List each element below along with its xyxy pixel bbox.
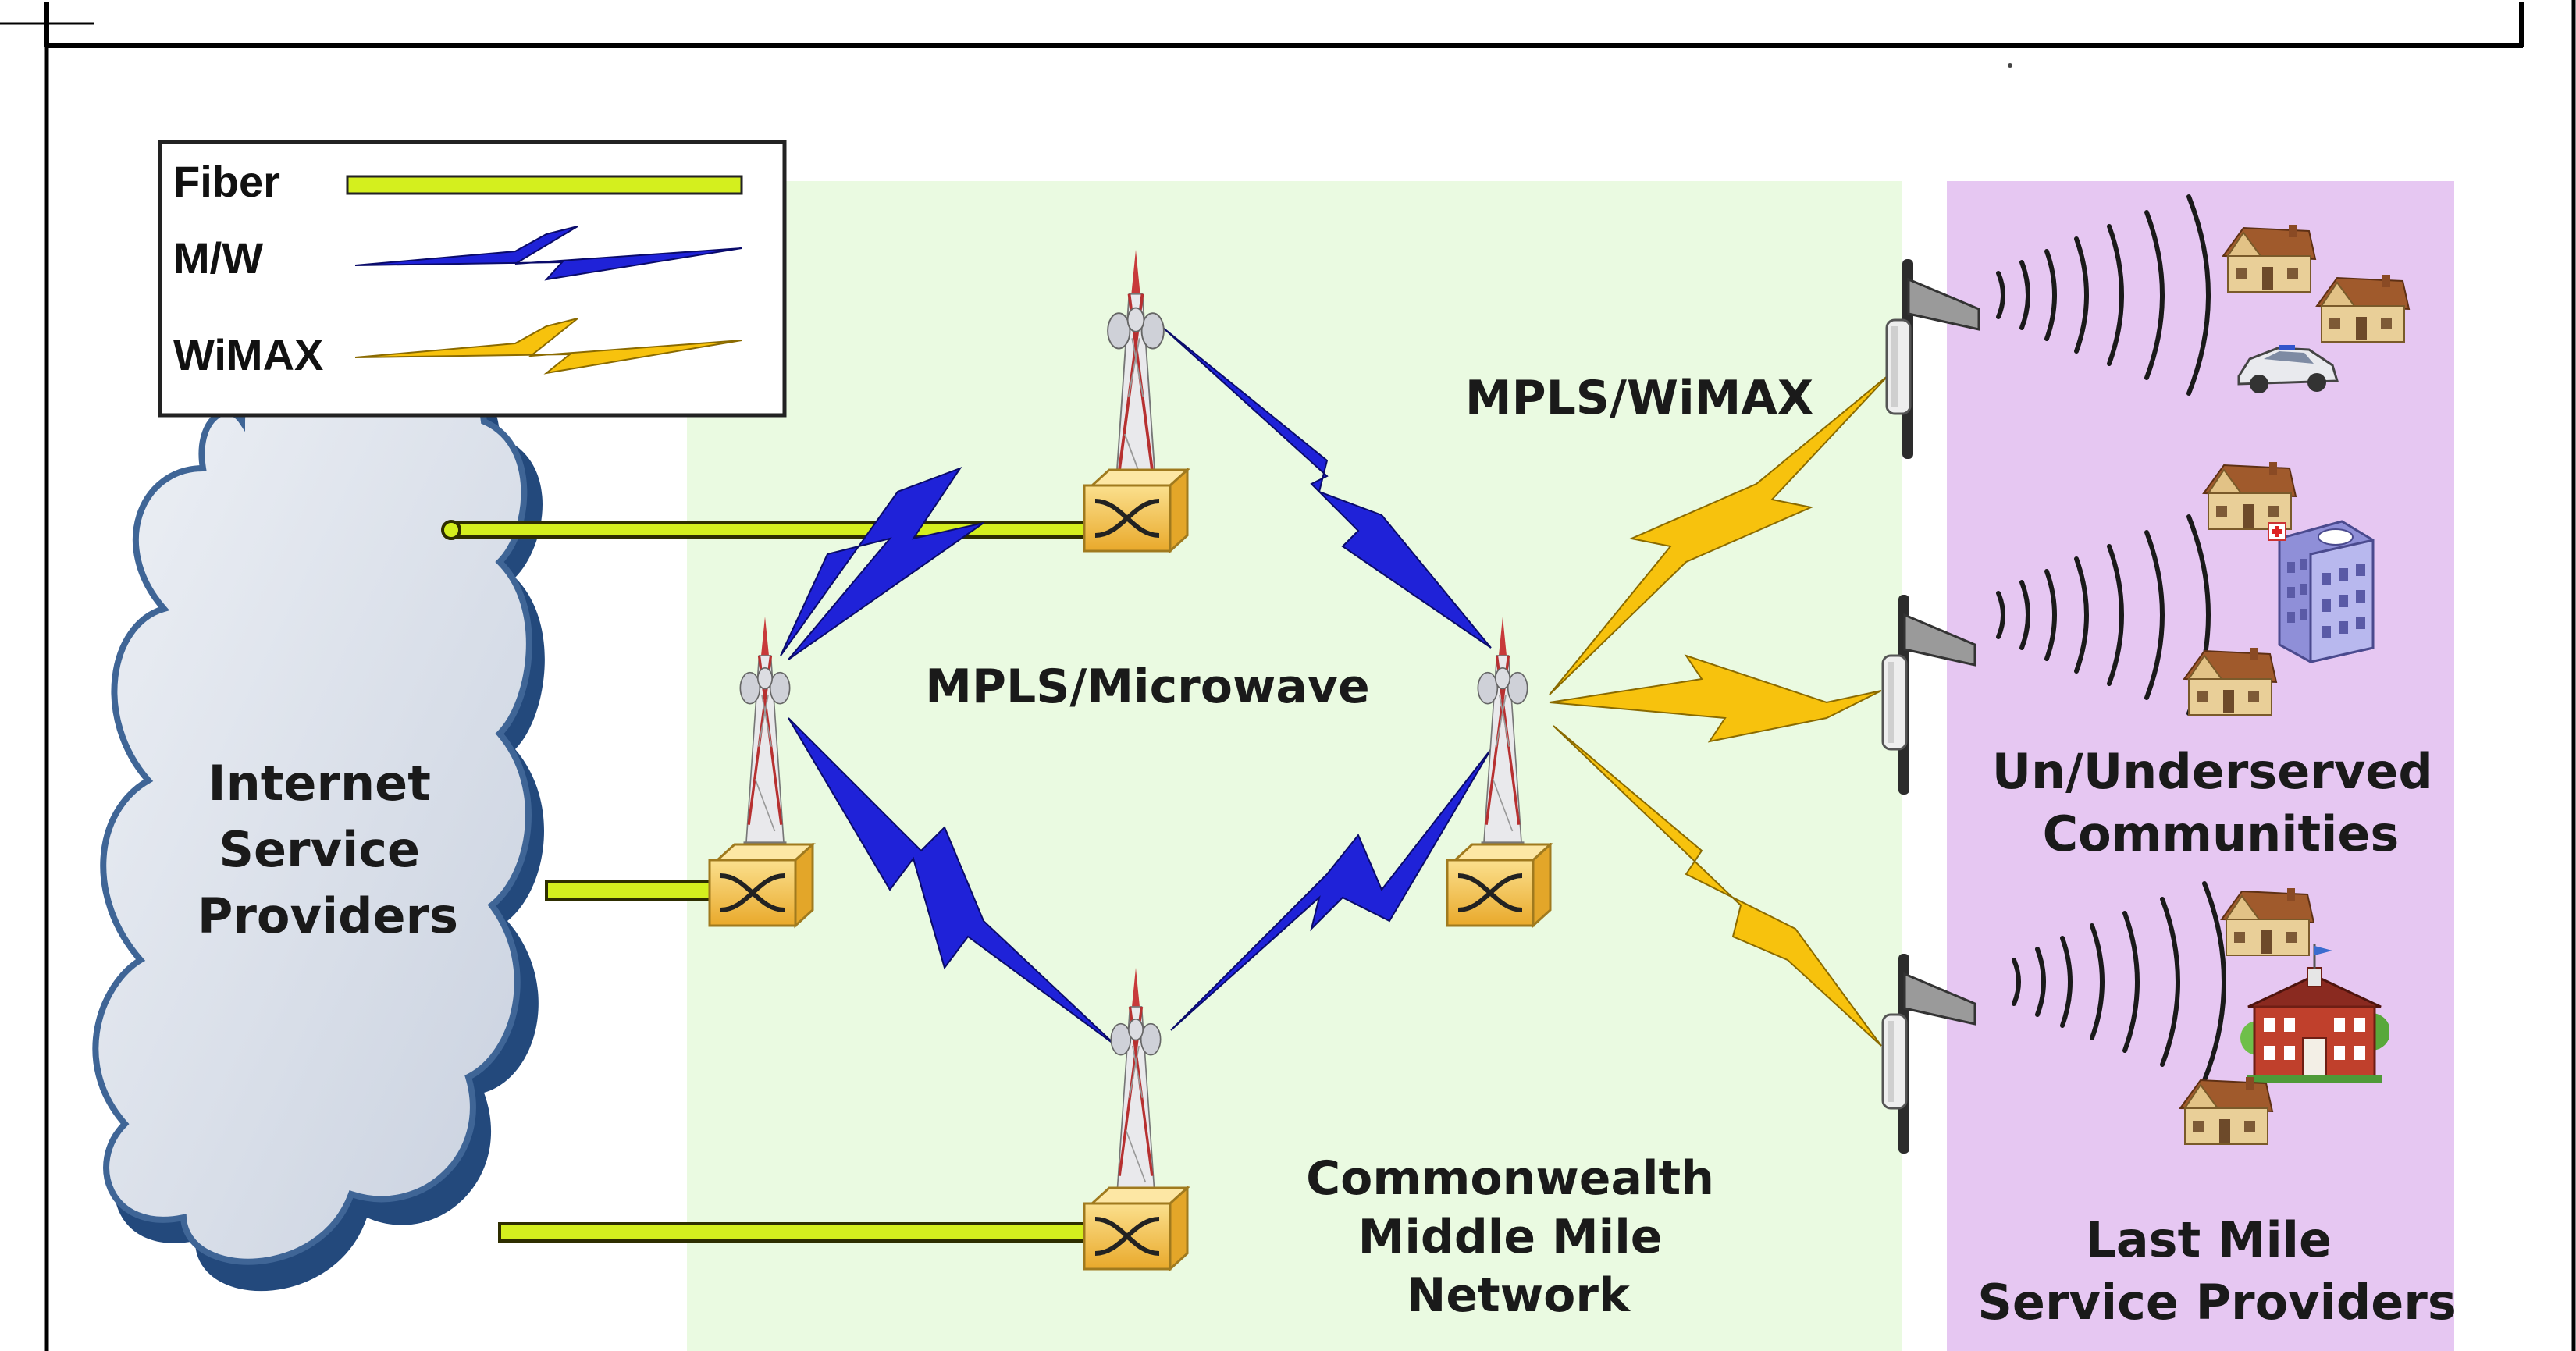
isp-label: Internet Service Providers [197,755,458,944]
wimax-link-label: MPLS/WiMAX [1465,371,1813,425]
radio-waves-top [1996,194,2211,396]
fiber-link-bottom [498,1222,1102,1243]
microwave-link-right-bottom [1170,748,1492,1031]
fiber-link-top [447,521,1102,539]
legend-fiber-swatch [346,175,743,195]
wimax-links [1549,374,1890,1047]
microwave-link-top-right [1162,327,1492,649]
switch-left [710,844,813,926]
legend-microwave-label: M/W [173,233,263,283]
legend-microwave-swatch [354,226,742,281]
fiber-link-middle [545,880,728,901]
last-mile-region [1947,181,2454,1351]
hospital-icon [2267,520,2375,663]
last-mile-label: Last Mile Service Providers [1977,1211,2457,1331]
legend-wimax-label: WiMAX [173,330,323,379]
wimax-link-bottom [1553,725,1882,1047]
isp-cloud: Internet Service Providers [92,354,545,1292]
microwave-links [780,327,1492,1047]
microwave-link-left-top [780,466,984,660]
switch-right [1447,844,1550,926]
fiber-links [441,520,1102,1243]
switch-top [1084,470,1187,551]
wimax-link-middle [1549,654,1882,743]
microwave-ring-label: MPLS/Microwave [925,660,1369,714]
communities-label: Un/Underserved Communities [1992,743,2450,862]
middle-mile-region [687,181,1902,1351]
radio-waves-bottom [2012,881,2226,1083]
middle-mile-label: Commonwealth Middle Mile Network [1306,1151,1731,1323]
microwave-link-left-bottom [788,717,1117,1047]
legend-wimax-swatch [354,318,742,375]
legend: Fiber M/W WiMAX [158,140,787,418]
switch-bottom [1084,1188,1187,1269]
legend-fiber-label: Fiber [173,157,280,206]
